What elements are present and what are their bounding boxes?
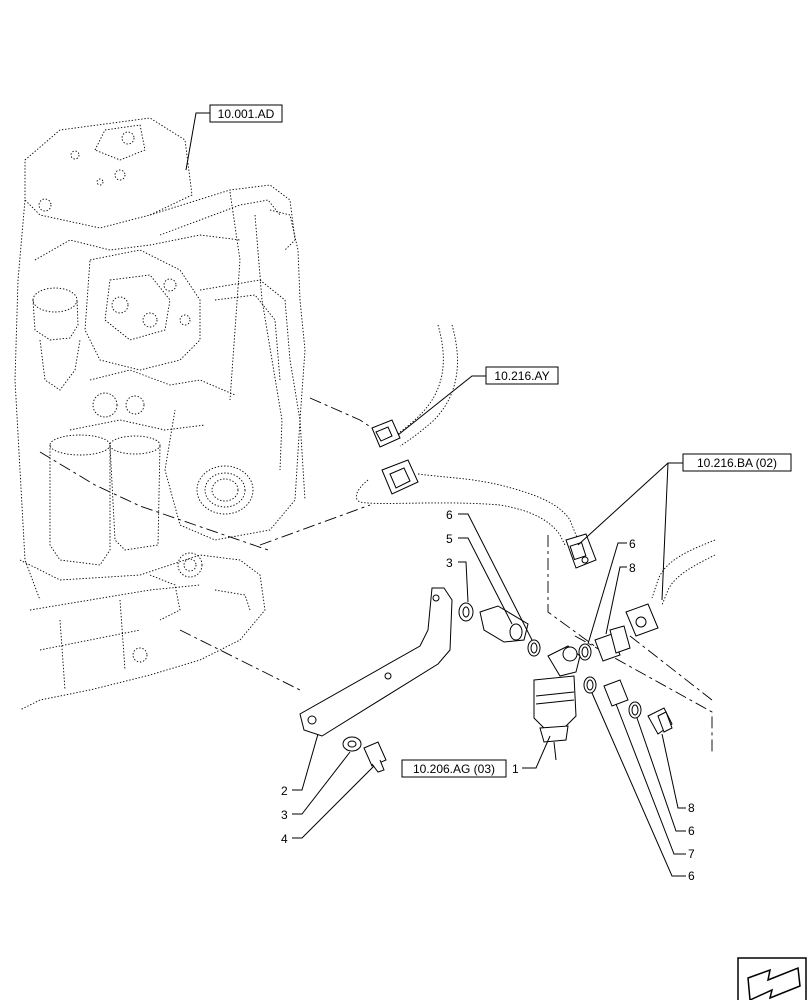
svg-text:8: 8 [688,801,695,815]
callout-adapter: 7 [615,703,695,861]
svg-text:6: 6 [688,824,695,838]
callout-stud: 5 [446,532,513,625]
engine-illustration [14,117,306,711]
svg-text:3: 3 [281,808,288,822]
callout-seal-bottom-1: 6 [636,717,695,838]
svg-text:2: 2 [281,784,288,798]
upper-union-group [578,625,631,662]
callout-seal-top-right: 6 [587,537,636,645]
ref-return-line[interactable]: 10.216.AY [397,366,559,436]
return-hose [355,324,579,546]
callout-seal-top-left: 6 [446,508,533,641]
supply-hose-right [625,539,716,637]
callout-filter: 1 [512,735,551,776]
ref-filter-label: 10.206.AG (03) [413,762,495,776]
callout-bolt: 4 [281,765,375,846]
ref-supply-line-label: 10.216.BA (02) [697,456,777,470]
svg-text:4: 4 [281,832,288,846]
svg-text:6: 6 [446,508,453,522]
svg-text:6: 6 [688,869,695,883]
alignment-lines [39,397,713,752]
callout-bracket: 2 [281,733,319,798]
callout-union-bottom: 8 [661,733,695,815]
svg-text:5: 5 [446,532,453,546]
washer-and-bolt [342,736,387,773]
svg-text:7: 7 [688,847,695,861]
callout-union-top: 8 [605,561,636,635]
svg-text:8: 8 [629,561,636,575]
callout-seal-bottom-2: 6 [591,692,695,883]
mounting-bracket [299,587,453,737]
svg-text:1: 1 [512,762,519,776]
lower-fitting-group [583,676,673,735]
callout-washer-bolt: 3 [281,751,351,822]
svg-text:3: 3 [446,556,453,570]
fuel-filter [533,645,581,761]
ref-engine[interactable]: 10.001.AD [185,104,283,171]
ref-supply-line[interactable]: 10.216.BA (02) [577,453,792,601]
ref-filter[interactable]: 10.206.AG (03) [401,759,507,778]
supply-fitting-upper [565,533,597,569]
ref-engine-label: 10.001.AD [218,107,275,121]
callout-washer-stud: 3 [446,556,469,603]
previous-page-arrow-icon[interactable] [737,957,807,1000]
stud-group [458,602,541,657]
ref-return-line-label: 10.216.AY [494,369,549,383]
svg-text:6: 6 [629,537,636,551]
